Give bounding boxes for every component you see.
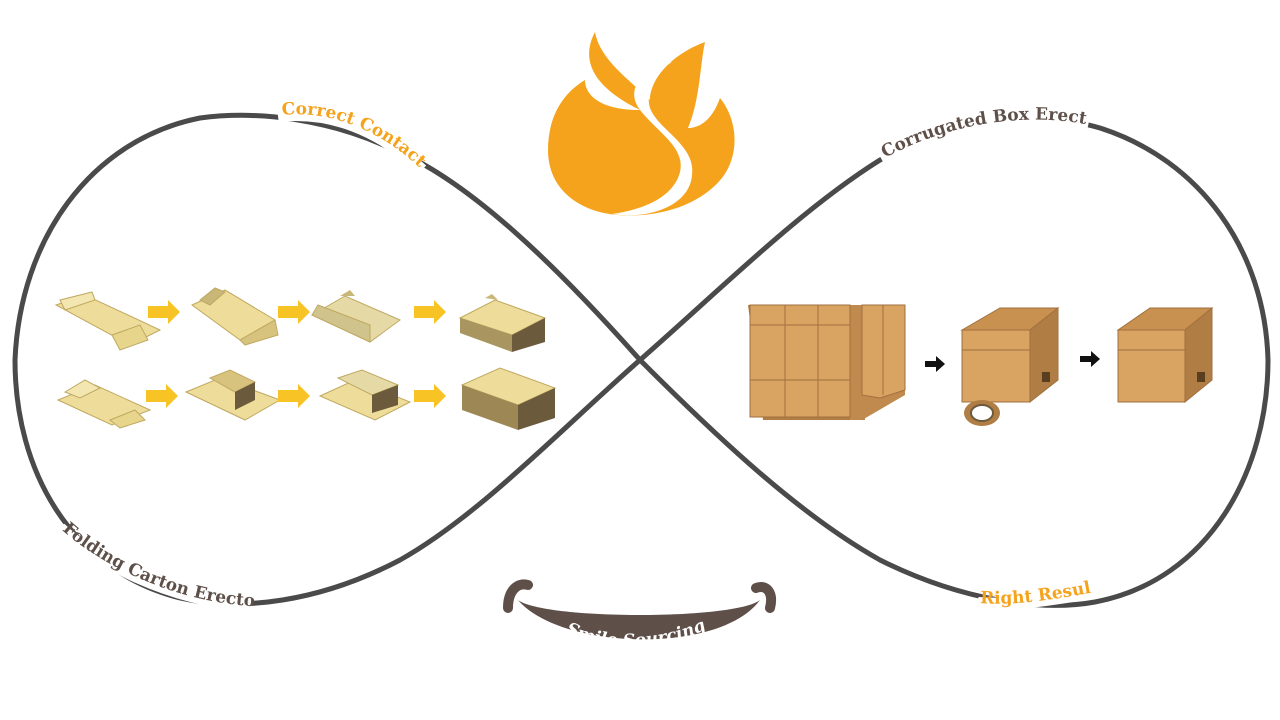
flame-logo-icon: [548, 32, 735, 216]
arrow-right-icon: [925, 356, 945, 372]
carton-partial-fold: [191, 287, 279, 346]
corrugated-flow: [748, 304, 1214, 426]
carton-erected-box: [458, 294, 547, 352]
carton-flat-blank: [56, 379, 152, 429]
infinity-curve: [12, 112, 1271, 608]
arrow-right-icon: [146, 384, 178, 408]
arrow-right-icon: [414, 384, 446, 408]
finished-box: [1116, 306, 1214, 404]
folding-carton-row-2: [56, 367, 557, 430]
carton-sleeve-fold: [318, 369, 412, 421]
label-corrugated-box-erector: Corrugated Box Erector: [0, 0, 1088, 162]
carton-partial-fold: [184, 369, 282, 421]
flat-cardboard-stack: [748, 304, 906, 420]
arrow-right-icon: [278, 300, 310, 324]
smile-icon: [503, 579, 776, 640]
arrow-right-icon: [278, 384, 310, 408]
label-right-result: Right Result: [0, 0, 1093, 609]
carton-erected-box: [460, 367, 557, 430]
folding-carton-row-1: [54, 287, 547, 352]
arrow-right-icon: [1080, 351, 1100, 367]
carton-sleeve-fold: [310, 290, 401, 343]
open-box-with-tape: [960, 306, 1060, 404]
arrow-right-icon: [148, 300, 180, 324]
tape-roll-icon: [964, 400, 1000, 426]
arrow-right-icon: [414, 300, 446, 324]
carton-flat-blank: [54, 291, 162, 351]
